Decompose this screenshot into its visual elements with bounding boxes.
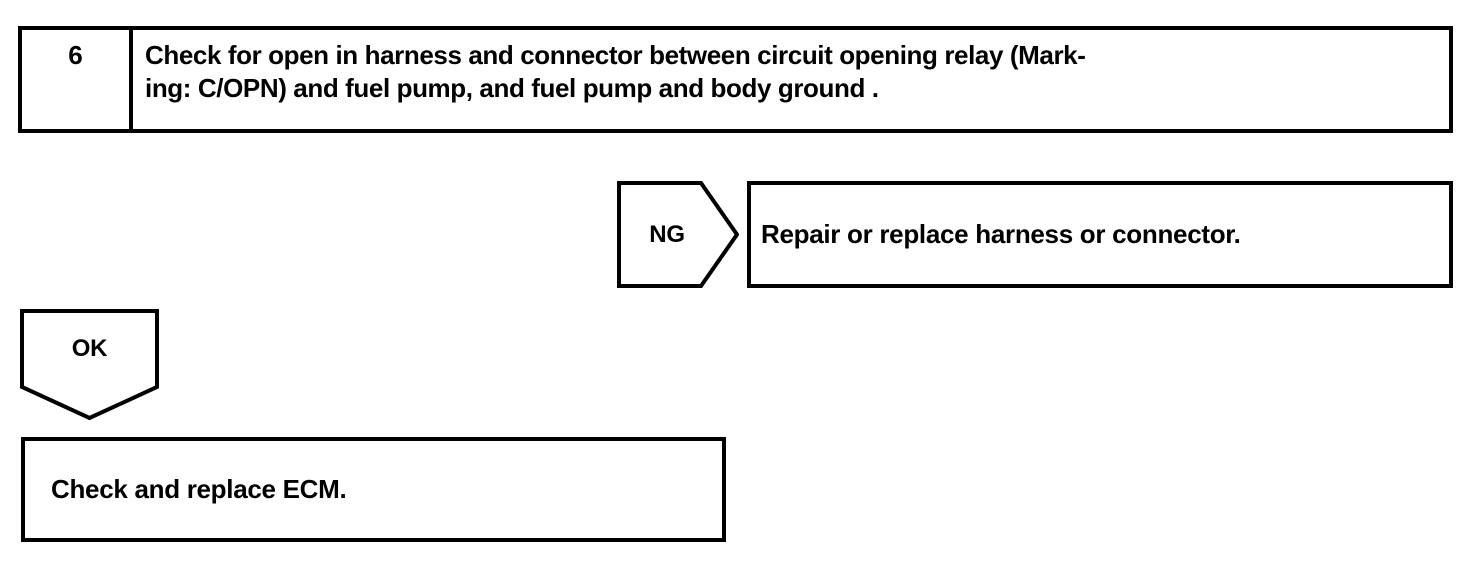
ok-branch-label-text: OK: [71, 335, 108, 362]
ok-result-box: Check and replace ECM.: [21, 437, 726, 542]
ok-arrow-shape: [20, 309, 159, 420]
ng-arrow-shape: [617, 181, 739, 288]
ng-branch-label-text: NG: [649, 220, 685, 248]
ng-result-text: Repair or replace harness or connector.: [761, 219, 1241, 249]
step-instruction-cell: Check for open in harness and connector …: [137, 30, 1449, 129]
step-instruction-text: Check for open in harness and connector …: [145, 40, 1086, 104]
ng-branch-label: NG: [617, 181, 717, 288]
step-number-cell: 6: [22, 30, 133, 129]
step-number: 6: [68, 40, 83, 70]
ng-result-box: Repair or replace harness or connector.: [747, 181, 1453, 288]
ok-result-text: Check and replace ECM.: [51, 474, 347, 504]
step-table: 6 Check for open in harness and connecto…: [18, 26, 1453, 133]
ok-branch-label: OK: [20, 309, 159, 389]
